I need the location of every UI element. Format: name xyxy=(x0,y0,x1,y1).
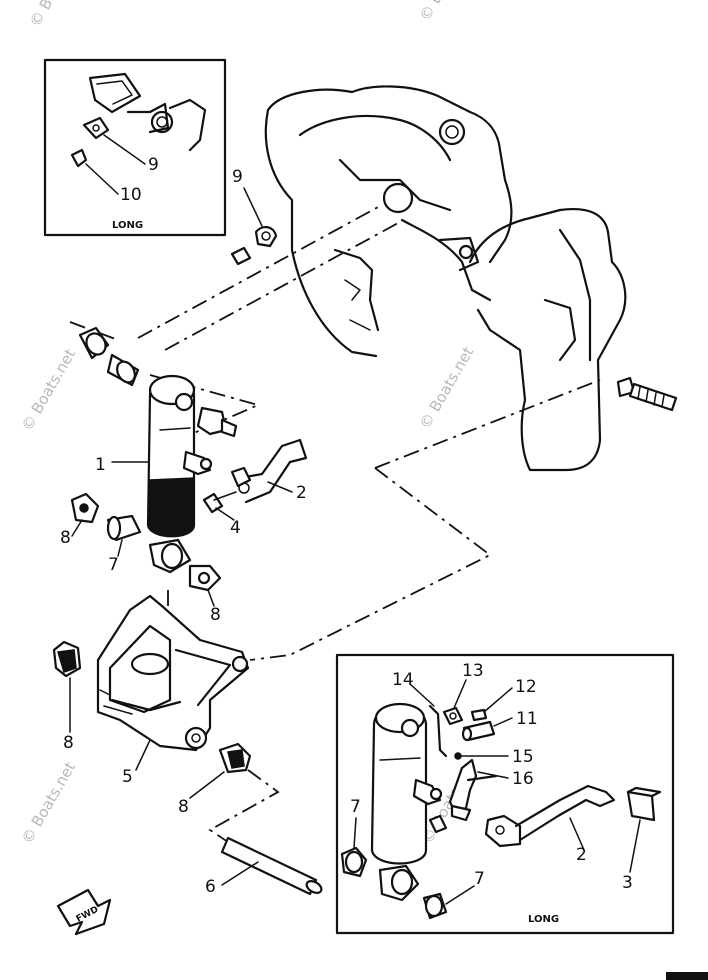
leader-8-left xyxy=(71,519,83,537)
watermark-top-right: © Boats.net xyxy=(416,0,477,24)
leader-13 xyxy=(453,679,467,709)
cylinder-assembly-main: 1 2 4 8 7 8 xyxy=(60,326,308,625)
leader-2 xyxy=(267,481,293,493)
leader-6 xyxy=(221,861,259,886)
inset-bottom-callout-12: 12 xyxy=(515,677,537,697)
watermark-mid-right: © Boats.net xyxy=(416,344,477,432)
fwd-arrow: FWD xyxy=(56,888,112,936)
inset-top-callout-10: 10 xyxy=(120,185,142,205)
callout-6: 6 xyxy=(205,877,216,897)
callout-2: 2 xyxy=(296,483,307,503)
inset-top-callout-9: 9 xyxy=(148,155,159,175)
inset-top-label-long: LONG xyxy=(112,220,143,231)
inset-bottom-callout-2: 2 xyxy=(576,845,587,865)
leader-4 xyxy=(215,507,235,521)
inset-bottom-callout-3: 3 xyxy=(622,873,633,893)
inset-long-shaft-top: 9 10 LONG xyxy=(43,58,227,237)
leader-7 xyxy=(117,539,123,557)
callout-1: 1 xyxy=(95,455,106,475)
callout-8-bottom-left: 8 xyxy=(63,733,74,753)
callout-4: 4 xyxy=(230,518,241,538)
inset-bottom-callout-11: 11 xyxy=(516,709,538,729)
watermark-bottom-left: © Boats.net xyxy=(18,759,79,847)
inset-long-shaft-bottom: 14 13 12 11 15 16 7 2 3 7 LONG xyxy=(335,653,675,935)
leader-5 xyxy=(135,739,151,771)
inset-bottom-label-long: LONG xyxy=(528,914,559,925)
inset-bottom-callout-13: 13 xyxy=(462,661,484,681)
leader-12 xyxy=(483,687,513,713)
leader-8-right xyxy=(207,589,215,607)
callout-5: 5 xyxy=(122,767,133,787)
callout-8-bottom-right: 8 xyxy=(178,797,189,817)
inset-bottom-callout-14: 14 xyxy=(392,670,414,690)
watermark-top-left: © Boats.net xyxy=(26,0,87,30)
leader-7-lower xyxy=(445,885,475,905)
leader-14 xyxy=(409,683,435,707)
leader-11 xyxy=(493,717,513,727)
inset-bottom-callout-16: 16 xyxy=(512,769,534,789)
inset-bottom-callout-15: 15 xyxy=(512,747,534,767)
leader-16 xyxy=(477,771,509,779)
leader-2-inset xyxy=(569,817,585,851)
leader-7-upper xyxy=(353,817,357,849)
clamp-bracket-5: 8 5 8 6 xyxy=(52,594,323,897)
callout-7: 7 xyxy=(108,555,119,575)
inset-bottom-callout-7-lower: 7 xyxy=(474,869,485,889)
inset-bottom-callout-7-upper: 7 xyxy=(350,797,361,817)
leader-9-inset xyxy=(103,134,146,165)
leader-9 xyxy=(243,187,263,227)
corner-mark xyxy=(666,972,708,980)
leader-3 xyxy=(629,819,641,873)
clip-9-main: 9 xyxy=(230,167,278,266)
leader-8-bottom-right xyxy=(189,771,225,799)
callout-8-left: 8 xyxy=(60,528,71,548)
callout-9: 9 xyxy=(232,167,243,187)
watermark-mid-left: © Boats.net xyxy=(18,346,79,434)
callout-8-right: 8 xyxy=(210,605,221,625)
swivel-bracket xyxy=(264,85,627,472)
leader-10-inset xyxy=(85,163,119,195)
bracket-bolt xyxy=(616,376,678,412)
